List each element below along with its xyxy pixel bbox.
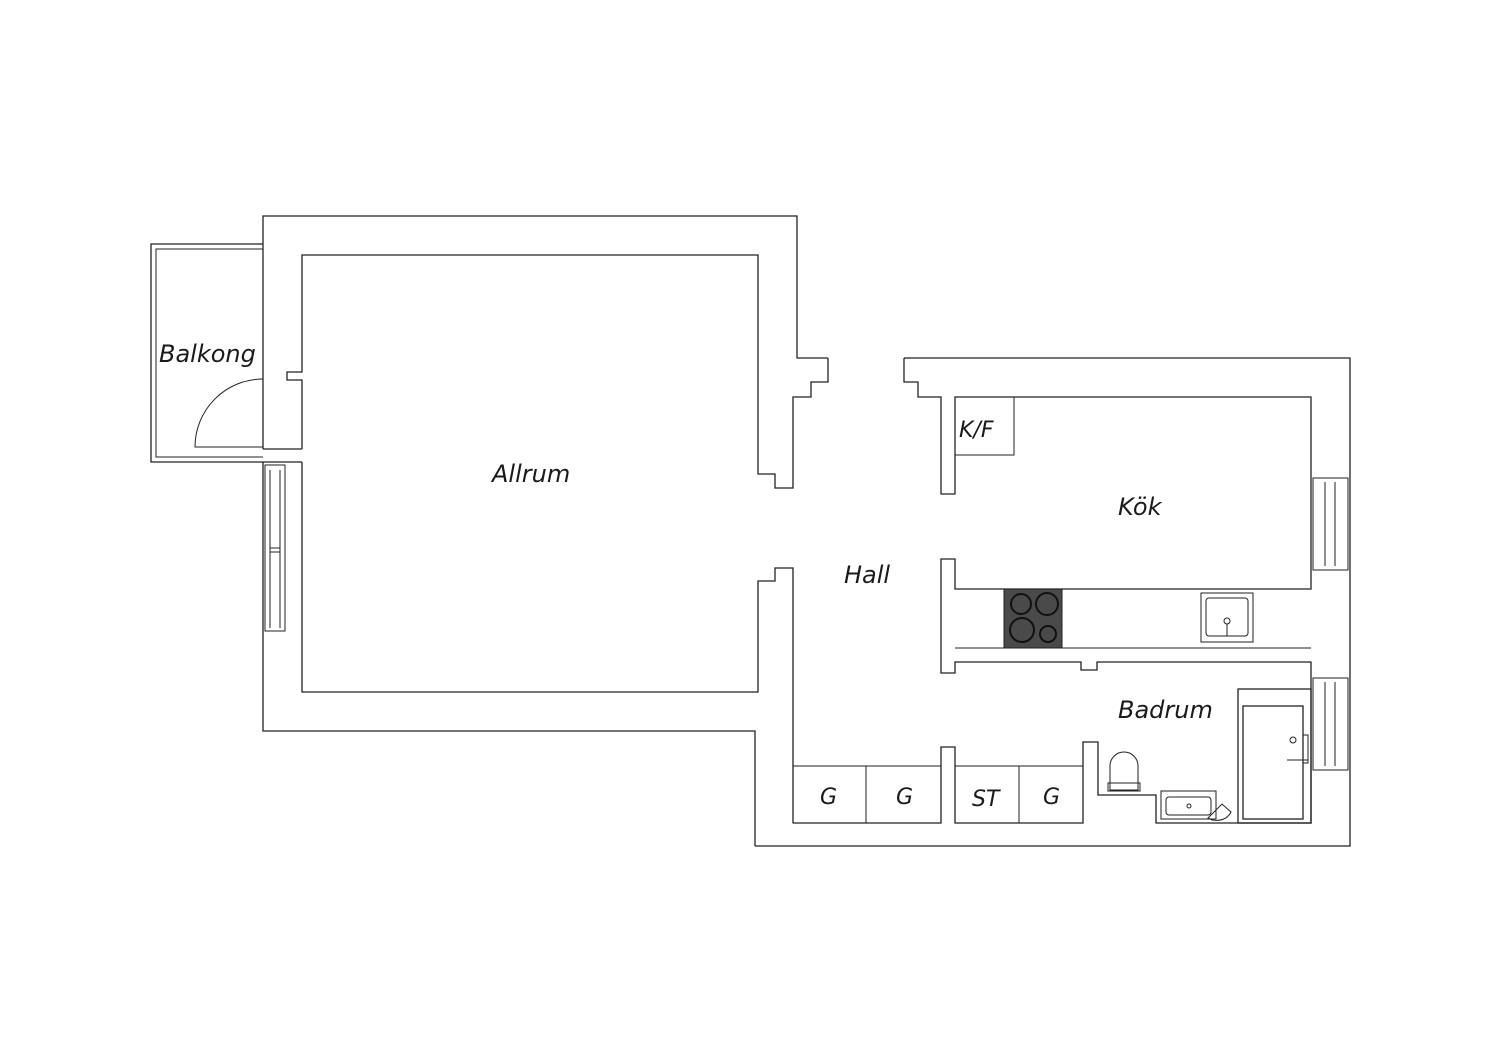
toilet bbox=[1109, 751, 1139, 791]
label-allrum: Allrum bbox=[490, 460, 570, 488]
label-badrum: Badrum bbox=[1118, 696, 1213, 724]
label-kf: K/F bbox=[959, 418, 994, 443]
kitchen-counter bbox=[955, 588, 1311, 649]
kitchen-window bbox=[1312, 477, 1349, 571]
allrum-walls bbox=[262, 215, 829, 846]
kitchen-sink bbox=[1200, 592, 1254, 643]
label-hall: Hall bbox=[844, 561, 890, 589]
fridge-freezer bbox=[954, 396, 1015, 456]
balcony-door bbox=[194, 378, 264, 448]
shower bbox=[1237, 688, 1312, 824]
bathroom-window bbox=[1312, 677, 1349, 771]
closet-2 bbox=[865, 765, 942, 824]
label-kok: Kök bbox=[1118, 493, 1163, 521]
closets bbox=[792, 765, 1084, 824]
stove-burner-4 bbox=[1039, 625, 1057, 643]
closet-label: G bbox=[896, 785, 913, 810]
balcony bbox=[150, 243, 264, 463]
bathroom-fixtures bbox=[1107, 688, 1312, 824]
closet-label: ST bbox=[972, 787, 1001, 812]
closet-label: G bbox=[820, 785, 837, 810]
closet-label: G bbox=[1043, 785, 1060, 810]
label-balkong: Balkong bbox=[159, 340, 256, 368]
allrum-window bbox=[264, 464, 286, 632]
stove-burner-2 bbox=[1035, 592, 1059, 616]
closet-4 bbox=[1018, 765, 1084, 824]
stove-burner-1 bbox=[1010, 593, 1032, 615]
stove-burner-3 bbox=[1009, 617, 1035, 643]
